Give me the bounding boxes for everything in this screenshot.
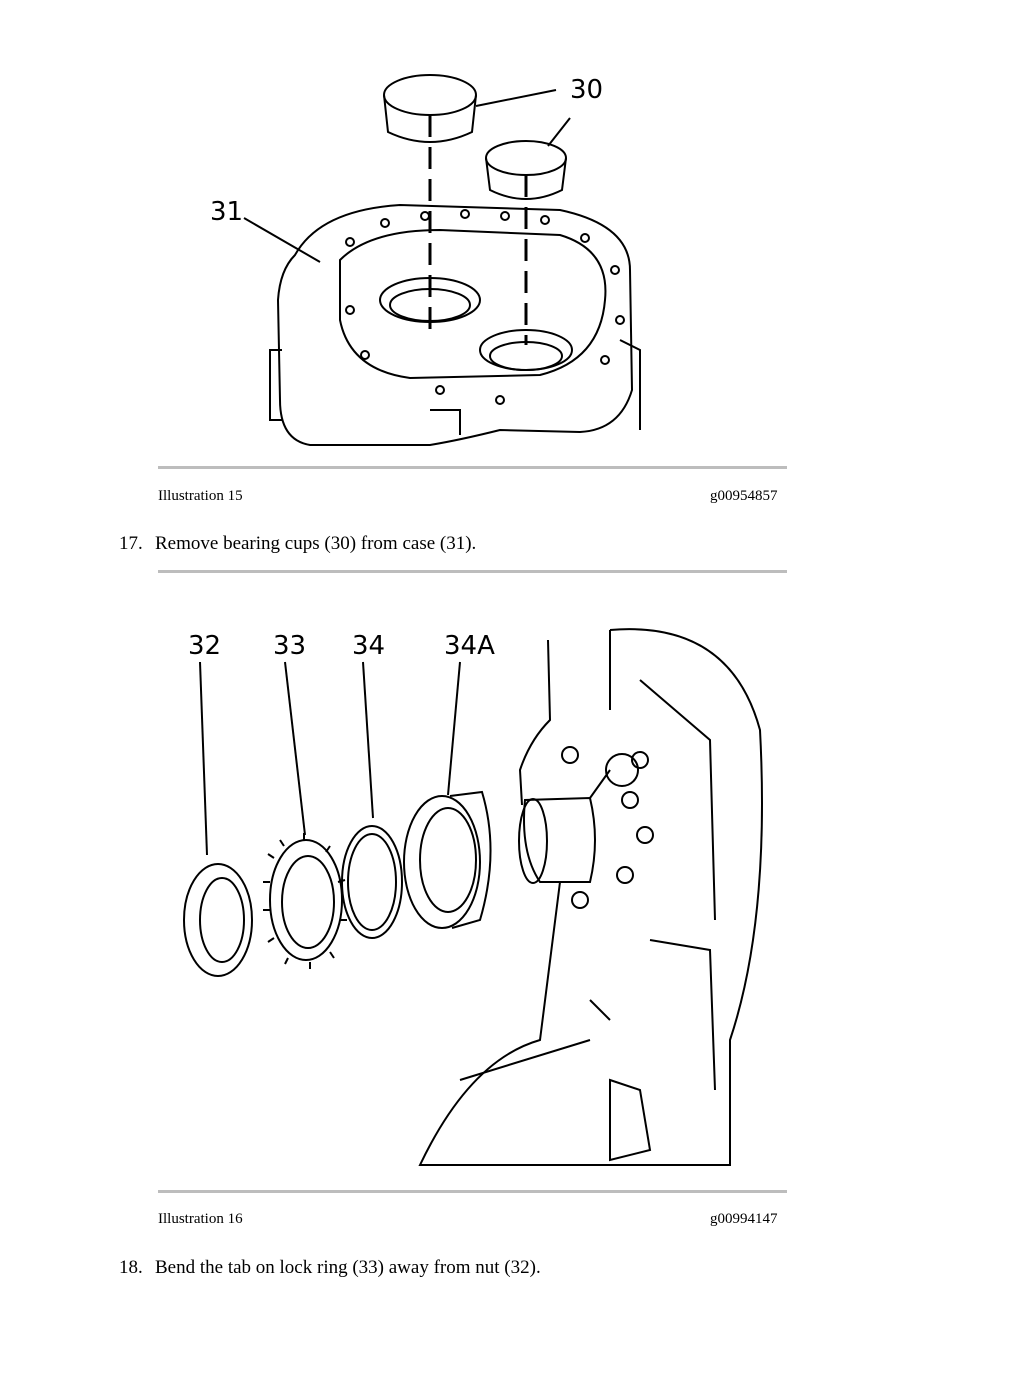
- step-number: 18.: [119, 1257, 143, 1278]
- step-number: 17.: [119, 533, 143, 554]
- callout-31: 31: [210, 197, 243, 227]
- callout-34: 34: [352, 631, 385, 661]
- step-text: Remove bearing cups (30) from case (31).: [155, 533, 477, 554]
- divider: [158, 1190, 787, 1193]
- illustration-15-drawing: 30 31: [210, 74, 641, 446]
- illustration-caption: Illustration 16: [158, 1211, 243, 1227]
- step-18: 18. Bend the tab on lock ring (33) away f…: [119, 1257, 541, 1279]
- callout-33: 33: [273, 631, 306, 661]
- divider: [158, 466, 787, 469]
- divider: [158, 570, 787, 573]
- step-17: 17. Remove bearing cups (30) from case (3…: [119, 533, 476, 555]
- step-text: Bend the tab on lock ring (33) away from…: [155, 1257, 541, 1278]
- callout-32: 32: [188, 631, 221, 661]
- callout-34a: 34A: [444, 631, 495, 661]
- graphic-id: g00954857: [710, 488, 778, 504]
- graphic-id: g00994147: [710, 1211, 778, 1227]
- callout-30: 30: [570, 75, 603, 105]
- illustration-16-drawing: 32 33 34 34A: [183, 628, 763, 1166]
- illustration-caption: Illustration 15: [158, 488, 243, 504]
